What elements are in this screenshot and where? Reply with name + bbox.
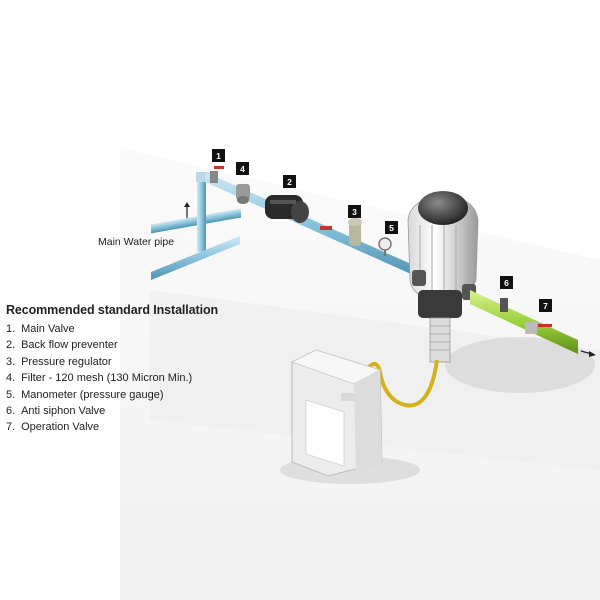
main-valve (210, 166, 224, 183)
legend-item: 1. Main Valve (6, 321, 266, 337)
legend-item-text: Anti siphon Valve (21, 405, 106, 418)
legend-item-number: 3. (6, 355, 16, 368)
legend-item-text: Pressure regulator (21, 355, 112, 368)
flow-arrow-up (184, 202, 190, 218)
callout-7: 7 (539, 299, 552, 312)
legend-list: 1. Main Valve 2. Back flow preventer 3. … (6, 321, 266, 436)
legend-title: Recommended standard Installation (6, 303, 219, 317)
legend-item-number: 6. (6, 405, 16, 418)
flow-arrow-right (580, 350, 596, 357)
chemical-tank (290, 349, 383, 477)
callout-3: 3 (348, 205, 361, 218)
legend-item-number: 5. (6, 388, 16, 401)
pressure-regulator (320, 218, 362, 246)
legend-item-number: 7. (6, 421, 16, 434)
callout-2: 2 (283, 175, 296, 188)
legend-item: 7. Operation Valve (6, 419, 266, 435)
legend-item: 3. Pressure regulator (6, 354, 266, 370)
legend-item-text: Manometer (pressure gauge) (21, 388, 164, 401)
main-water-pipe-label: Main Water pipe (98, 236, 175, 248)
legend-item: 5. Manometer (pressure gauge) (6, 387, 266, 403)
callout-4: 4 (236, 162, 249, 175)
legend-item-number: 2. (6, 339, 16, 352)
filter (236, 184, 250, 204)
legend-item-number: 1. (6, 323, 16, 335)
callout-6: 6 (500, 276, 513, 289)
callout-5: 5 (385, 221, 398, 234)
legend-item-text: Back flow preventer (21, 339, 118, 352)
legend-item: 6. Anti siphon Valve (6, 403, 266, 419)
outlet-pipe (470, 290, 578, 354)
callout-1: 1 (212, 149, 225, 162)
legend-item: 2. Back flow preventer (6, 337, 266, 353)
legend-item-number: 4. (6, 372, 16, 385)
manometer (378, 237, 392, 256)
legend: Recommended standard Installation 1. Mai… (6, 303, 266, 436)
main-water-pipe (151, 172, 241, 280)
back-flow-preventer (265, 195, 309, 223)
supply-pipe (205, 172, 420, 278)
legend-item: 4. Filter - 120 mesh (130 Micron Min.) (6, 370, 266, 386)
legend-item-text: Filter - 120 mesh (130 Micron Min.) (21, 372, 193, 385)
legend-item-text: Main Valve (21, 323, 75, 335)
legend-item-text: Operation Valve (21, 421, 100, 434)
dosing-pump (407, 191, 479, 363)
